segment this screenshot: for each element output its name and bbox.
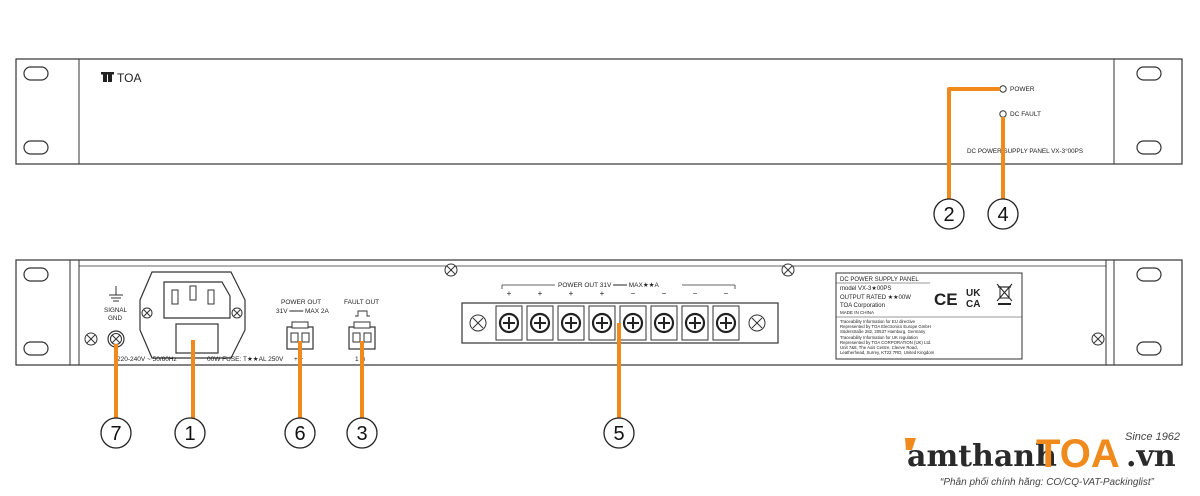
label-model: model VX-3★00PS <box>840 285 891 292</box>
terminal-polarity-row: + + + + − − − − <box>507 289 729 298</box>
terminal-polarity-mark: + <box>569 289 574 298</box>
rear-panel: SIGNAL GND 220-240V ~ 50/60Hz 00W FUSE: … <box>15 259 1183 366</box>
svg-text:1: 1 <box>184 423 195 445</box>
watermark-suffix: .vn <box>1126 439 1176 474</box>
ukca-mark-top: UK <box>966 288 981 299</box>
terminal-screw-icon <box>619 305 647 341</box>
power-out-label: POWER OUT <box>281 299 321 306</box>
rack-slot <box>1136 140 1162 155</box>
svg-text:3: 3 <box>356 423 367 445</box>
fuse-holder <box>175 323 219 354</box>
terminal-polarity-mark: − <box>693 289 698 298</box>
terminal-polarity-mark: + <box>600 289 605 298</box>
label-uk-3: Unit 7&8, The Axis Centre, Cleeve Road, <box>840 345 918 350</box>
rack-slot <box>1136 267 1162 282</box>
callout-line-2 <box>947 87 1000 200</box>
terminal-polarity-mark: − <box>662 289 667 298</box>
label-eu-1: Traceability Information for EU directiv… <box>840 319 916 324</box>
callout-2: 2 <box>933 198 965 230</box>
power-label: POWER <box>1010 86 1035 93</box>
front-panel: TOA POWER DC FAULT DC POWER SUPPLY PANEL… <box>15 58 1183 165</box>
svg-text:6: 6 <box>294 423 305 445</box>
terminal-polarity-mark: + <box>538 289 543 298</box>
terminal-screw-icon <box>681 305 709 341</box>
rack-slot <box>1136 66 1162 81</box>
callout-5: 5 <box>603 417 635 449</box>
ac-inlet: 220-240V ~ 50/60Hz 00W FUSE: T★★AL 250V <box>117 271 284 363</box>
rack-slot <box>23 341 49 356</box>
watermark-since: Since 1962 <box>1125 431 1180 443</box>
power-out-bar-label: POWER OUT 31V ═══ MAX★★A <box>558 282 660 289</box>
label-uk-4: Leatherhead, Surrey, KT22 7RD, United Ki… <box>840 350 935 355</box>
terminal-screw-icon <box>650 305 678 341</box>
callout-1: 1 <box>174 417 206 449</box>
power-out-rating: 31V ═══ MAX 2A <box>276 308 329 315</box>
callout-4: 4 <box>987 198 1019 230</box>
dc-fault-led <box>999 110 1007 118</box>
label-title: DC POWER SUPPLY PANEL <box>840 277 919 283</box>
label-uk-1: Traceability Information for UK regulati… <box>840 335 919 340</box>
terminal-screw-icon <box>557 305 585 341</box>
terminal-screw-icon <box>495 305 523 341</box>
ac-rating: 220-240V ~ 50/60Hz <box>117 356 177 363</box>
gnd-label: GND <box>108 315 122 322</box>
screw-icon <box>1091 332 1105 346</box>
callout-7: 7 <box>100 417 132 449</box>
mount-screw-icon <box>748 314 766 332</box>
rack-slot <box>23 140 49 155</box>
watermark-logo: amthanh TOA .vn Since 1962 “Phân phối ch… <box>905 431 1180 488</box>
rack-slot <box>23 267 49 282</box>
svg-text:4: 4 <box>997 204 1008 226</box>
rack-slot <box>1136 341 1162 356</box>
terminal-screw-icon <box>712 305 740 341</box>
terminal-polarity-mark: − <box>724 289 729 298</box>
label-eu-2: Represented by TOA Electronics Europe Gm… <box>840 324 931 329</box>
toa-logo: TOA <box>101 71 141 85</box>
label-eu-3: Süderstraße 282, 20537 Hamburg, Germany <box>840 329 926 334</box>
power-out-terminal-block: POWER OUT 31V ═══ MAX★★A + + + + − − − − <box>461 279 779 344</box>
terminal-row <box>469 305 766 341</box>
callout-3: 3 <box>346 417 378 449</box>
watermark-main: amthanh <box>907 439 1057 474</box>
svg-text:5: 5 <box>613 423 624 445</box>
svg-text:2: 2 <box>943 204 954 226</box>
watermark-tagline: “Phân phối chính hãng: CO/CQ-VAT-Packing… <box>940 476 1155 488</box>
mount-screw-icon <box>469 314 487 332</box>
brand-text: TOA <box>117 71 141 85</box>
weee-bin-icon <box>996 283 1013 305</box>
ukca-mark-bottom: CA <box>966 299 980 310</box>
terminal-polarity-mark: − <box>631 289 636 298</box>
screw-icon <box>781 263 795 277</box>
terminal-screw-icon <box>526 305 554 341</box>
svg-text:7: 7 <box>110 423 121 445</box>
fault-out-label: FAULT OUT <box>344 299 379 306</box>
label-origin: MADE IN CHINA <box>840 310 874 315</box>
callout-lines <box>114 87 1005 419</box>
terminal-polarity-mark: + <box>507 289 512 298</box>
watermark-brand: TOA <box>1036 432 1120 476</box>
rating-label: DC POWER SUPPLY PANEL model VX-3★00PS OU… <box>835 272 1023 360</box>
dc-fault-label: DC FAULT <box>1010 111 1041 118</box>
power-fuse-rating: 00W FUSE: T★★AL 250V <box>207 356 284 363</box>
callout-6: 6 <box>284 417 316 449</box>
screw-icon <box>84 332 98 346</box>
signal-label: SIGNAL <box>104 307 128 314</box>
fault-out-connector: FAULT OUT 1 G <box>344 299 379 363</box>
label-output: OUTPUT RATED ★★00W <box>840 294 911 301</box>
label-uk-2: Represented by TOA CORPORATION (UK) Ltd. <box>840 340 931 345</box>
label-corp: TOA Corporation <box>840 303 885 309</box>
screw-icon <box>444 263 458 277</box>
signal-gnd-terminal: SIGNAL GND <box>104 286 128 348</box>
power-led <box>999 85 1007 93</box>
rack-slot <box>23 66 49 81</box>
front-model-label: DC POWER SUPPLY PANEL VX-3°00PS <box>967 147 1083 155</box>
terminal-screw-icon <box>588 305 616 341</box>
ce-mark: CE <box>934 290 958 309</box>
